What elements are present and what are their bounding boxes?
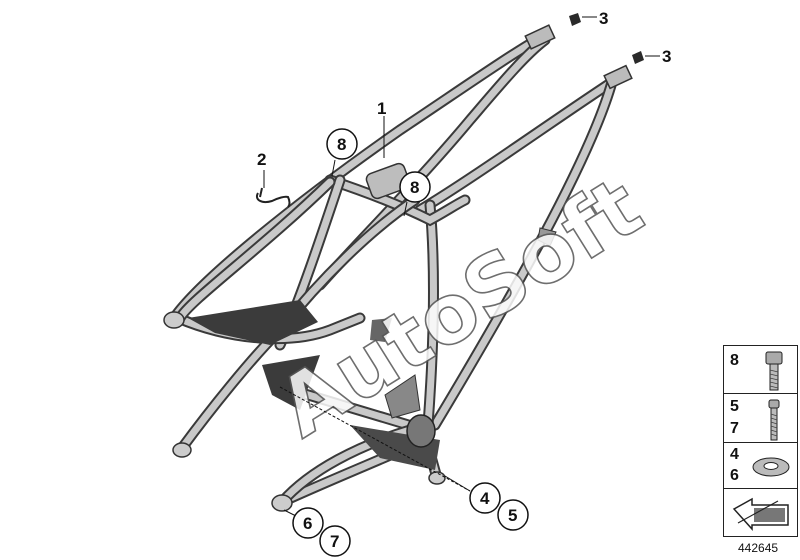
frame-details xyxy=(163,13,644,512)
legend-number: 7 xyxy=(730,420,739,437)
callout-6-circle xyxy=(292,507,324,539)
callout-3b-label: 3 xyxy=(662,47,671,66)
callout-8a-leader xyxy=(331,159,336,177)
legend-number: 8 xyxy=(730,352,739,369)
lower-bracket xyxy=(262,355,320,410)
callout-67-leader xyxy=(283,509,297,517)
callout-5-circle xyxy=(497,499,529,531)
lower-left-mount xyxy=(172,442,192,458)
legend-row-bolt-thin: 5 7 xyxy=(724,394,797,443)
legend-number: 5 xyxy=(730,398,739,415)
callout-4-label: 4 xyxy=(480,489,490,508)
callouts: 1 2 3 3 8 8 4 5 xyxy=(257,9,671,557)
arrow-direction-icon xyxy=(732,497,789,531)
diagram-number: 442645 xyxy=(738,541,779,555)
callout-2-label: 2 xyxy=(257,150,266,169)
front-left-mount xyxy=(163,311,185,329)
rubber-plug-a xyxy=(569,13,581,26)
callout-4-circle xyxy=(469,482,501,514)
rear-right-mount xyxy=(428,471,446,485)
center-down-tube xyxy=(424,201,438,429)
right-rail-end-cap xyxy=(603,64,633,90)
legend-row-arrow xyxy=(724,489,797,536)
left-upper-rail xyxy=(170,34,544,322)
callout-8b-label: 8 xyxy=(410,178,419,197)
callout-7-circle xyxy=(319,525,351,557)
socket-head-bolt-long-icon xyxy=(765,351,783,391)
legend-number: 6 xyxy=(730,467,739,484)
callout-8a-label: 8 xyxy=(337,135,346,154)
callout-1-label: 1 xyxy=(377,99,386,118)
left-side-plate xyxy=(188,300,318,345)
side-tab xyxy=(537,227,557,247)
left-front-down xyxy=(176,178,334,322)
wire-clip-part xyxy=(256,192,291,208)
clip-hook xyxy=(259,187,263,198)
callout-3a-label: 3 xyxy=(599,9,608,28)
right-upper-rail xyxy=(416,74,622,214)
washer-icon xyxy=(752,457,790,477)
callout-8b-circle xyxy=(399,171,431,203)
callout-6-label: 6 xyxy=(303,514,312,533)
mount-tab xyxy=(370,318,392,342)
callout-7-label: 7 xyxy=(330,532,339,551)
legend-row-bolt-long: 8 xyxy=(724,346,797,394)
lower-rear-mount xyxy=(271,494,293,512)
callout-8a-circle xyxy=(326,128,358,160)
legend-number: 4 xyxy=(730,446,739,463)
rubber-plug-b xyxy=(632,51,644,64)
legend-row-washer: 4 6 xyxy=(724,443,797,489)
pivot-bushing xyxy=(406,414,436,448)
gusset-plate xyxy=(384,374,421,419)
callout-8b-leader xyxy=(403,201,408,217)
upper-crossmember xyxy=(326,176,469,224)
fastener-legend: 8 5 7 4 6 xyxy=(723,345,798,537)
socket-head-bolt-thin-icon xyxy=(768,399,780,441)
left-rail-end-cap xyxy=(524,24,556,50)
callout-45-dashed-axis xyxy=(279,386,471,492)
callout-5-label: 5 xyxy=(508,506,517,525)
callout-45-leader xyxy=(444,475,471,492)
